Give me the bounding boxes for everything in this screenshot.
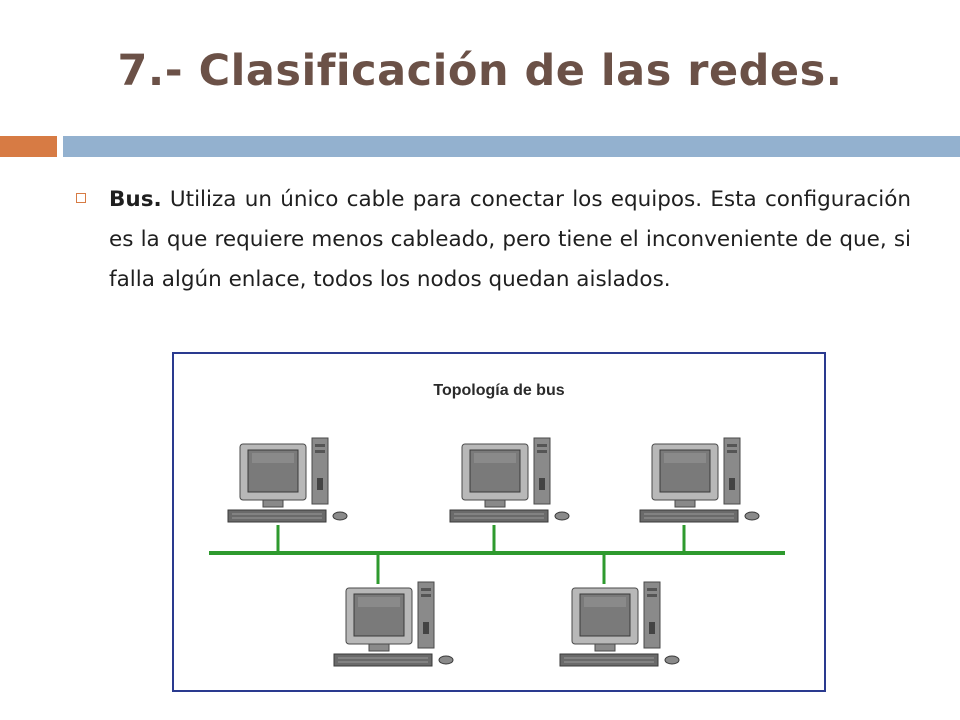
computer-icon (559, 581, 680, 667)
computer-icon (449, 437, 570, 523)
computer-icon (227, 437, 348, 523)
computer-icon (333, 581, 454, 667)
bus-topology-figure: Topología de bus (172, 352, 826, 692)
bullet-term: Bus. (109, 187, 162, 212)
bullet-square-icon (76, 193, 86, 203)
accent-bar-blue (63, 136, 960, 157)
accent-bar-orange (0, 136, 57, 157)
bullet-text: Utiliza un único cable para conectar los… (109, 187, 911, 292)
slide-title: 7.- Clasificación de las redes. (117, 46, 843, 96)
computer-icon (639, 437, 760, 523)
bullet-paragraph: Bus. Utiliza un único cable para conecta… (109, 180, 911, 300)
bus-diagram (209, 437, 785, 667)
figure-title: Topología de bus (433, 382, 565, 399)
